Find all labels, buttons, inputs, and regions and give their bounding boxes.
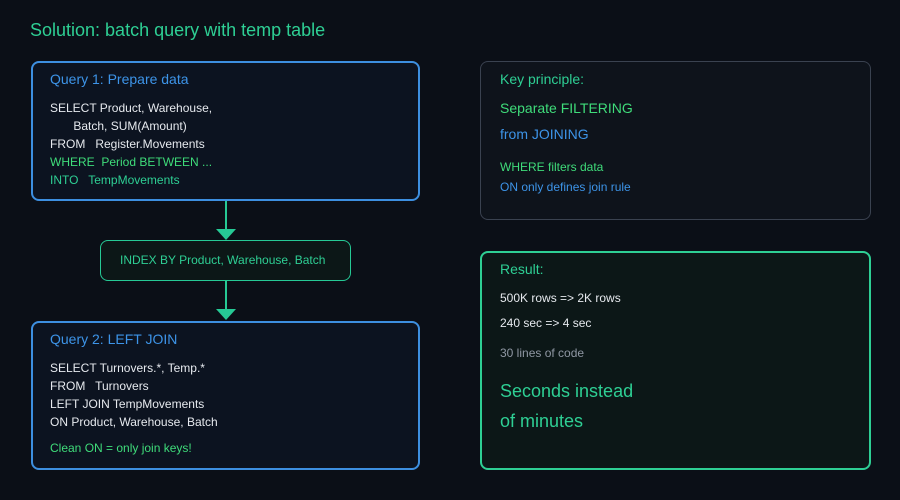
result-time: 240 sec => 4 sec — [500, 316, 592, 330]
query1-heading: Query 1: Prepare data — [50, 71, 189, 87]
index-step-box: INDEX BY Product, Warehouse, Batch — [100, 240, 351, 281]
query2-line-select: SELECT Turnovers.*, Temp.* — [50, 361, 205, 375]
result-box: Result: 500K rows => 2K rows 240 sec => … — [480, 251, 871, 470]
result-headline-line2: of minutes — [500, 411, 584, 431]
query1-line-into: INTO TempMovements — [50, 173, 180, 187]
page-title: Solution: batch query with temp table — [30, 20, 326, 40]
arrowhead-q1-to-index — [216, 229, 236, 240]
query1-box: Query 1: Prepare data SELECT Product, Wa… — [31, 61, 420, 201]
query2-line-from: FROM Turnovers — [50, 379, 149, 393]
key-principle-line2: from JOINING — [500, 126, 589, 142]
query2-line-on: ON Product, Warehouse, Batch — [50, 415, 218, 429]
arrowhead-index-to-q2 — [216, 309, 236, 320]
query1-line-where: WHERE Period BETWEEN ... — [50, 155, 213, 169]
query1-line-select: SELECT Product, Warehouse, — [50, 101, 213, 115]
key-principle-on: ON only defines join rule — [500, 180, 631, 194]
query2-line-join: LEFT JOIN TempMovements — [50, 397, 205, 411]
key-principle-where: WHERE filters data — [500, 160, 604, 174]
key-principle-heading: Key principle: — [500, 71, 585, 87]
result-lines-of-code: 30 lines of code — [500, 346, 585, 360]
result-headline-line1: Seconds instead — [500, 381, 634, 401]
query2-box: Query 2: LEFT JOIN SELECT Turnovers.*, T… — [31, 321, 420, 470]
query1-line-batch: Batch, SUM(Amount) — [50, 119, 187, 133]
index-step-label: INDEX BY Product, Warehouse, Batch — [120, 253, 326, 267]
key-principle-line1: Separate FILTERING — [500, 100, 633, 116]
key-principle-box: Key principle: Separate FILTERING from J… — [480, 61, 871, 220]
query2-note: Clean ON = only join keys! — [50, 441, 192, 455]
result-heading: Result: — [500, 261, 544, 277]
result-rows: 500K rows => 2K rows — [500, 291, 621, 305]
query1-line-from: FROM Register.Movements — [50, 137, 205, 151]
query2-heading: Query 2: LEFT JOIN — [50, 331, 178, 347]
